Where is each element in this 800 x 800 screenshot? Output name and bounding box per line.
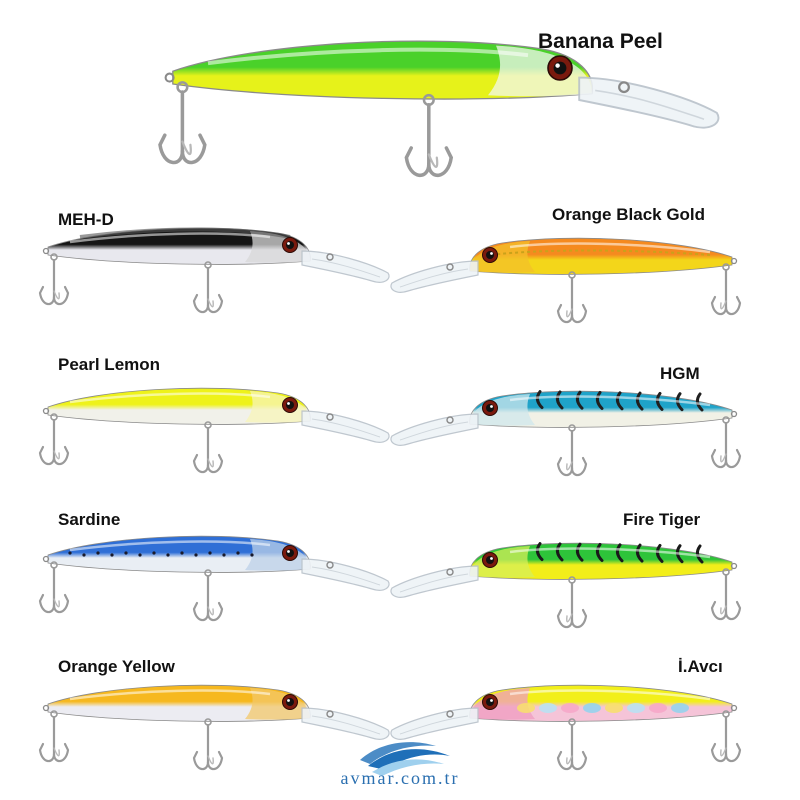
brand-domain-text: avmar.com.tr	[340, 768, 460, 788]
lure-name-pearl-lemon: Pearl Lemon	[58, 355, 161, 374]
treble-hook	[710, 710, 742, 763]
lure-hgm	[390, 390, 742, 477]
treble-hook	[158, 81, 207, 165]
treble-hook	[192, 261, 224, 314]
treble-hook	[38, 413, 70, 466]
lure-name-i-avci: İ.Avcı	[678, 657, 723, 676]
lure-sardine	[38, 535, 390, 622]
treble-hook	[556, 718, 588, 771]
treble-hook	[192, 718, 224, 771]
lure-name-meh-d: MEH-D	[58, 210, 114, 229]
treble-hook	[192, 569, 224, 622]
lure-pearl-lemon	[38, 387, 390, 474]
lure-name-sardine: Sardine	[58, 510, 121, 529]
treble-hook	[38, 253, 70, 306]
treble-hook	[38, 561, 70, 614]
brand-wave-logo	[360, 742, 450, 776]
treble-hook	[556, 271, 588, 324]
treble-hook	[710, 416, 742, 469]
lure-orange-yellow	[38, 684, 390, 771]
treble-hook	[710, 263, 742, 316]
treble-hook	[710, 568, 742, 621]
treble-hook	[192, 421, 224, 474]
lure-name-fire-tiger: Fire Tiger	[623, 510, 701, 529]
treble-hook	[404, 93, 454, 177]
lure-fire-tiger	[390, 542, 742, 629]
lure-banana-peel	[158, 40, 720, 177]
lure-i-avci	[390, 684, 742, 771]
lure-orange-black-gold	[390, 237, 742, 324]
lure-name-orange-black-gold: Orange Black Gold	[552, 205, 706, 224]
lure-name-hgm: HGM	[660, 364, 700, 383]
lure-name-banana-peel: Banana Peel	[538, 30, 663, 53]
treble-hook	[556, 576, 588, 629]
lure-meh-d	[38, 227, 390, 314]
lure-name-orange-yellow: Orange Yellow	[58, 657, 175, 676]
treble-hook	[38, 710, 70, 763]
treble-hook	[556, 424, 588, 477]
